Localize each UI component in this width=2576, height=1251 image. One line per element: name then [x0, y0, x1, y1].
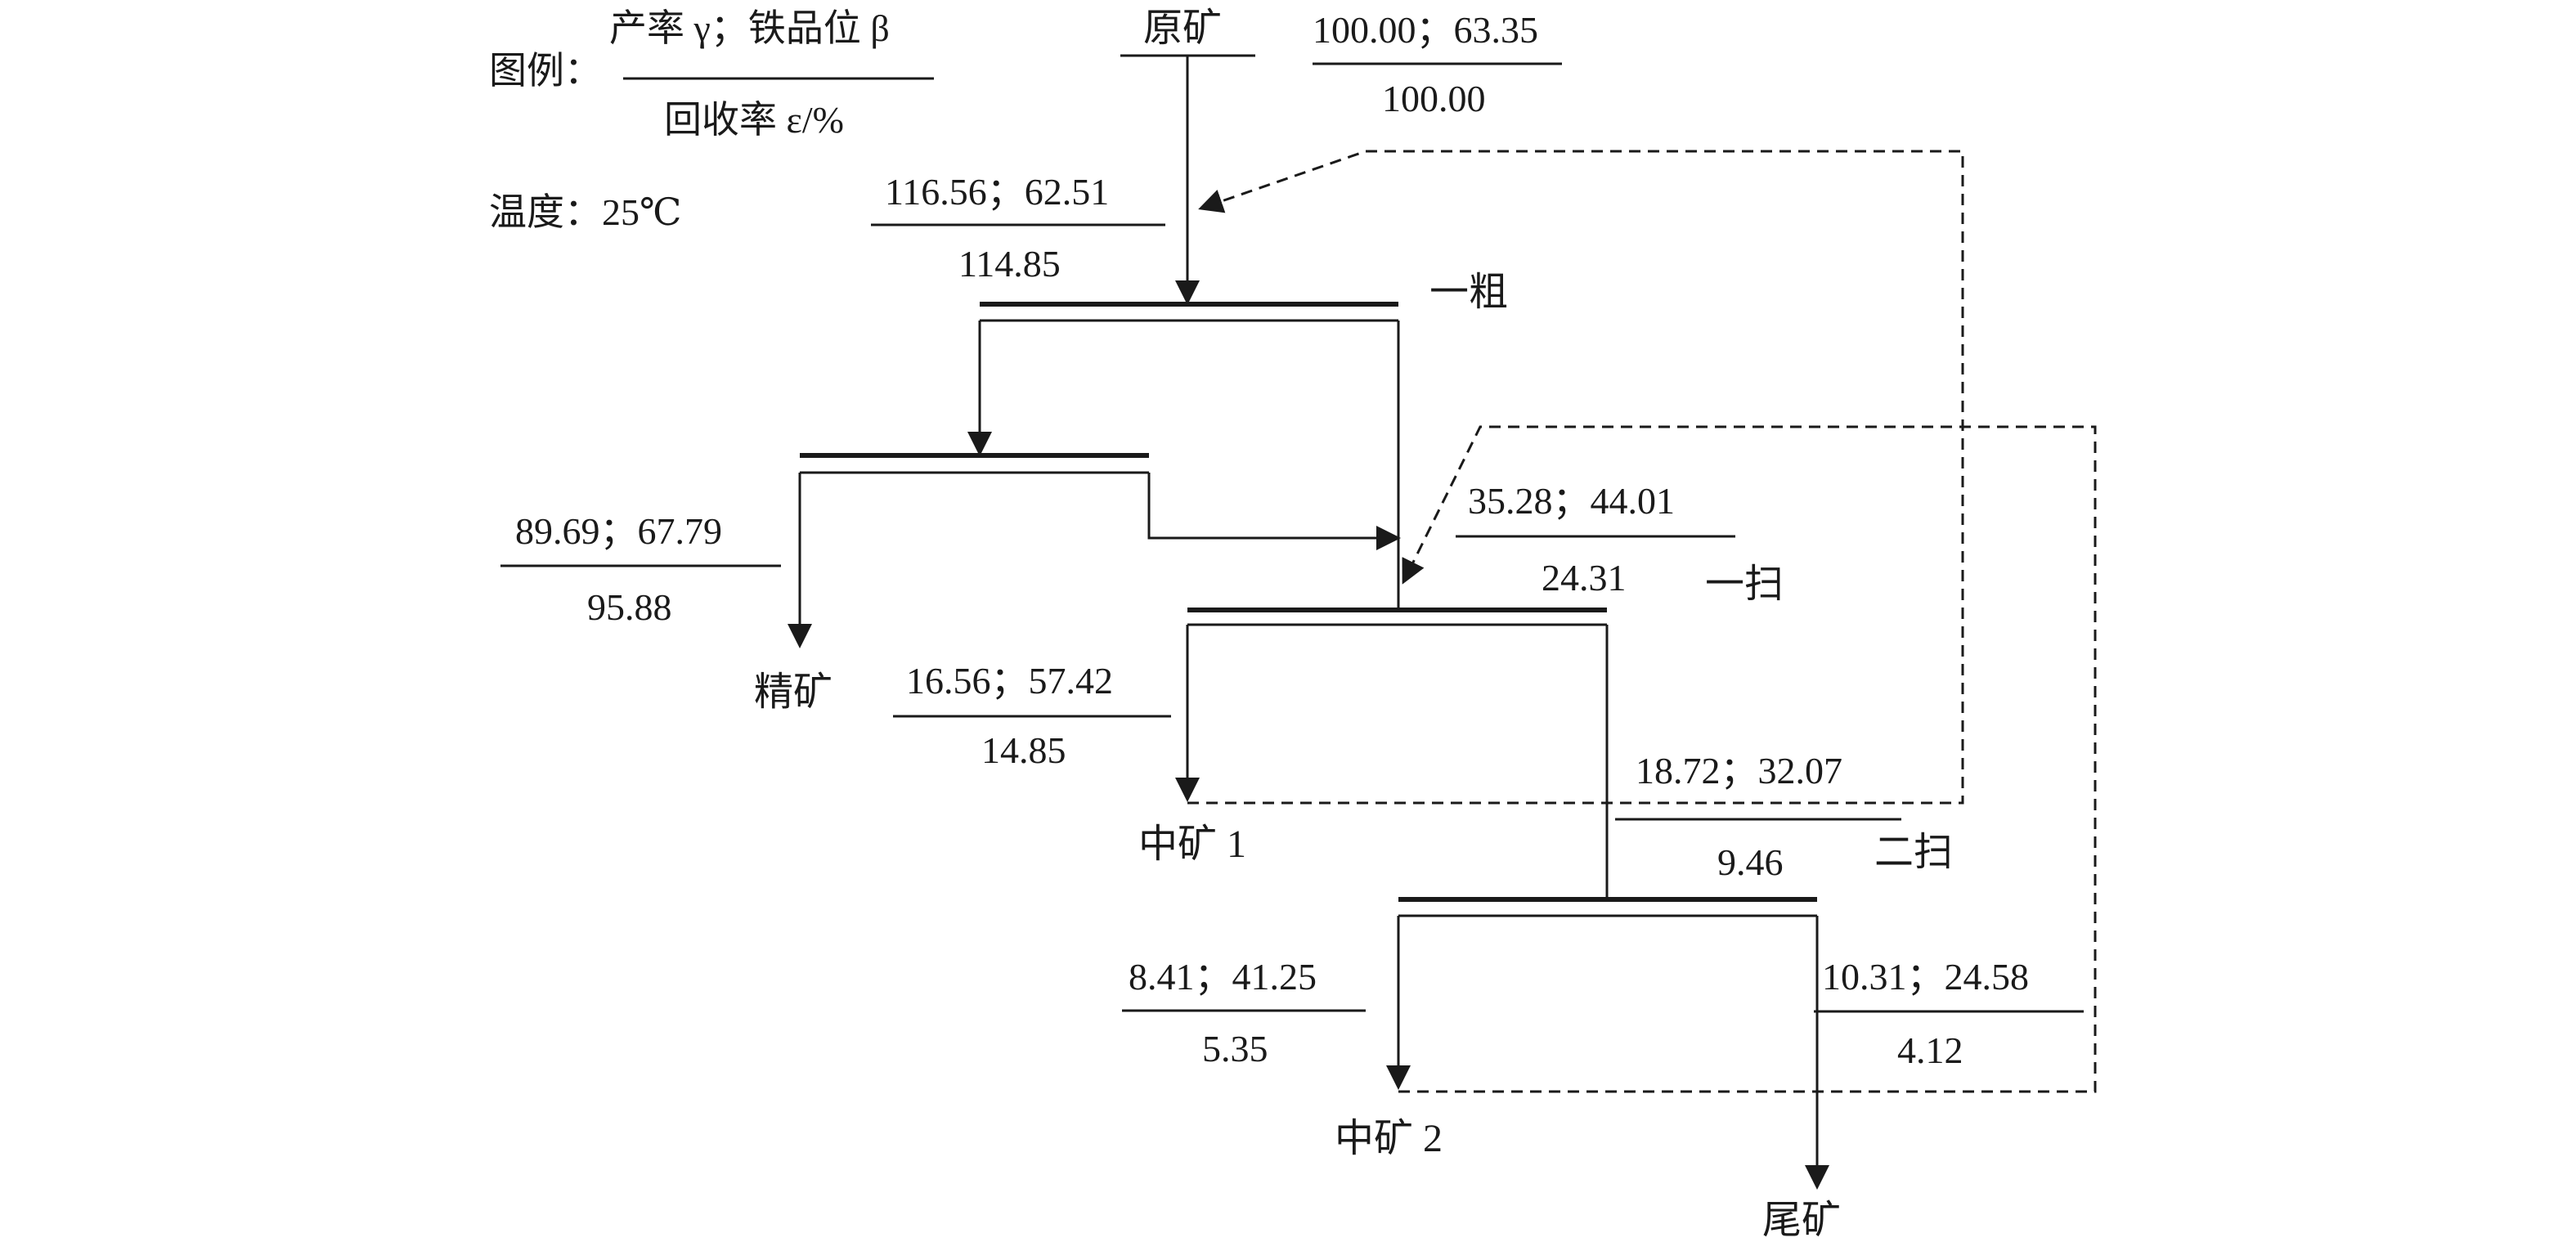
- middling2-label: 中矿 2: [1335, 1117, 1443, 1160]
- concentrate-stream-label: 89.69；67.79 95.88: [500, 510, 781, 628]
- rougher-label: 一粗: [1429, 271, 1508, 314]
- scavenger2-cell: [1398, 897, 1817, 917]
- middling1-recycle-line: [1187, 150, 1964, 805]
- middling2-stream-label: 8.41；41.25 5.35: [1122, 956, 1366, 1069]
- svg-text:4.12: 4.12: [1897, 1029, 1963, 1071]
- svg-text:10.31；24.58: 10.31；24.58: [1822, 956, 2029, 998]
- svg-text:35.28；44.01: 35.28；44.01: [1468, 480, 1675, 522]
- middling1-label: 中矿 1: [1138, 823, 1246, 866]
- svg-text:5.35: 5.35: [1202, 1028, 1268, 1069]
- scavenger1-feed-stream-label: 35.28；44.01 24.31: [1456, 480, 1735, 599]
- legend: 图例： 产率 γ；铁品位 β 回收率 ε/% 温度：25℃: [489, 7, 934, 233]
- svg-text:116.56；62.51: 116.56；62.51: [885, 171, 1109, 213]
- rougher-feed-stream-label: 116.56；62.51 114.85: [871, 171, 1165, 285]
- svg-text:24.31: 24.31: [1542, 557, 1627, 599]
- tailings-stream-label: 10.31；24.58 4.12: [1814, 956, 2084, 1071]
- legend-prefix: 图例：: [489, 50, 602, 92]
- legend-denominator: 回收率 ε/%: [664, 99, 844, 141]
- cleaner-cell: [800, 453, 1149, 474]
- process-cells: [800, 302, 1817, 917]
- legend-numerator: 产率 γ；铁品位 β: [609, 7, 890, 49]
- svg-text:16.56；57.42: 16.56；57.42: [906, 660, 1113, 702]
- svg-text:89.69；67.79: 89.69；67.79: [515, 510, 722, 552]
- scavenger1-cell: [1187, 608, 1607, 626]
- svg-text:18.72；32.07: 18.72；32.07: [1636, 750, 1842, 791]
- svg-text:100.00: 100.00: [1382, 78, 1486, 119]
- scavenger1-tail-stream-label: 18.72；32.07 9.46: [1615, 750, 1901, 883]
- stream-labels: 100.00；63.35 100.00 116.56；62.51 114.85 …: [500, 9, 2084, 1071]
- feed-label: 原矿: [1143, 7, 1222, 50]
- recycle-lines: [1187, 150, 2097, 1093]
- cleaner-tail-to-scavenger-arrow: [1147, 473, 1401, 550]
- tailings-label: 尾矿: [1762, 1199, 1841, 1242]
- flow-lines: [788, 56, 1829, 1190]
- feed-stream-label: 100.00；63.35 100.00: [1313, 9, 1562, 119]
- concentrate-label: 精矿: [754, 670, 832, 714]
- scavenger1-label: 一扫: [1705, 563, 1784, 606]
- rougher-cell: [980, 302, 1398, 322]
- scavenger2-label: 二扫: [1874, 831, 1953, 874]
- svg-text:8.41；41.25: 8.41；41.25: [1129, 956, 1317, 998]
- temperature-label: 温度：25℃: [489, 191, 681, 233]
- middling1-stream-label: 16.56；57.42 14.85: [893, 660, 1171, 771]
- svg-text:9.46: 9.46: [1717, 841, 1784, 883]
- svg-text:100.00；63.35: 100.00；63.35: [1313, 9, 1538, 51]
- middling2-recycle-line: [1398, 425, 2097, 1093]
- svg-text:14.85: 14.85: [981, 729, 1066, 771]
- svg-text:95.88: 95.88: [587, 586, 672, 628]
- svg-text:114.85: 114.85: [958, 243, 1061, 285]
